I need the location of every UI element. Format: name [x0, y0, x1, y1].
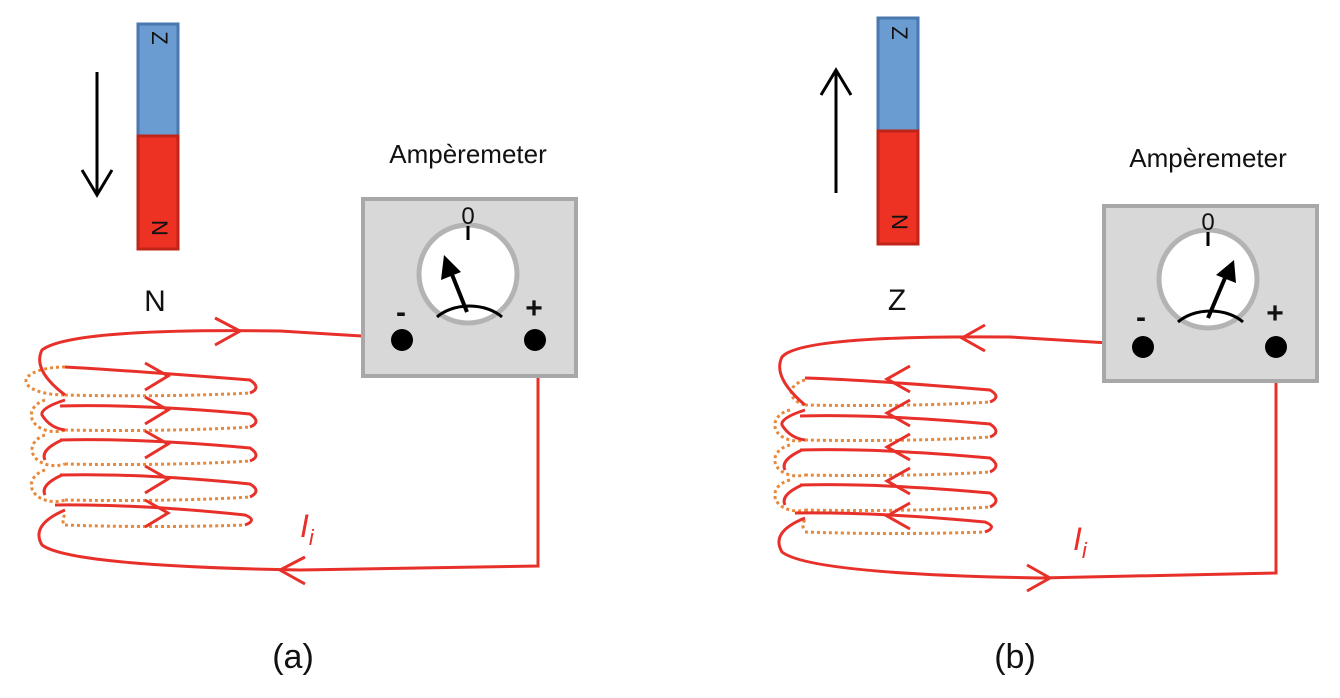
magnet-bottom-letter: N — [147, 220, 172, 236]
magnet-top-letter: Z — [147, 31, 172, 44]
caption: (a) — [272, 638, 314, 676]
magnet-top-letter: Z — [887, 26, 912, 39]
terminal-minus-dot — [391, 329, 413, 351]
meter-dial — [1156, 227, 1260, 331]
meter-scale-arc — [436, 304, 503, 319]
pole-label: N — [144, 285, 166, 318]
magnet-north-half — [136, 134, 180, 251]
needle-right-icon — [1206, 260, 1236, 319]
terminal-plus-dot — [1265, 336, 1287, 358]
meter-title: Ampèremeter — [1129, 143, 1287, 173]
needle-left-icon — [441, 255, 469, 313]
terminal-minus: - — [1136, 301, 1146, 334]
terminal-plus: + — [1266, 297, 1284, 330]
bar-magnet: Z N — [136, 22, 180, 251]
magnet-north-half — [876, 129, 920, 246]
terminal-plus: + — [525, 292, 543, 325]
terminal-minus-dot — [1132, 336, 1154, 358]
pole-label: Z — [888, 284, 906, 317]
arrow-down-icon — [80, 72, 114, 198]
panel-a: Z N N — [24, 22, 578, 676]
terminal-plus-dot — [524, 329, 546, 351]
current-direction-arrows — [883, 323, 1054, 593]
current-direction-arrows — [144, 316, 306, 586]
meter-title: Ampèremeter — [389, 139, 547, 169]
arrow-up-icon — [819, 67, 853, 193]
magnet-south-half — [876, 16, 920, 133]
ammeter: 0 - + — [1102, 204, 1319, 383]
terminal-minus: - — [396, 296, 406, 329]
coil-back-segments — [24, 365, 251, 529]
meter-zero: 0 — [1201, 209, 1214, 236]
bar-magnet: Z N — [876, 16, 920, 246]
meter-zero: 0 — [461, 203, 474, 230]
coil-front — [37, 329, 540, 572]
ammeter: 0 - + — [361, 197, 578, 378]
meter-dial — [416, 222, 520, 326]
coil-front — [777, 335, 1278, 580]
magnet-bottom-letter: N — [887, 214, 912, 230]
current-label: Ii — [1073, 521, 1088, 563]
panel-b: Z N Z — [773, 16, 1319, 676]
caption: (b) — [994, 638, 1036, 676]
current-label: Ii — [300, 508, 315, 550]
